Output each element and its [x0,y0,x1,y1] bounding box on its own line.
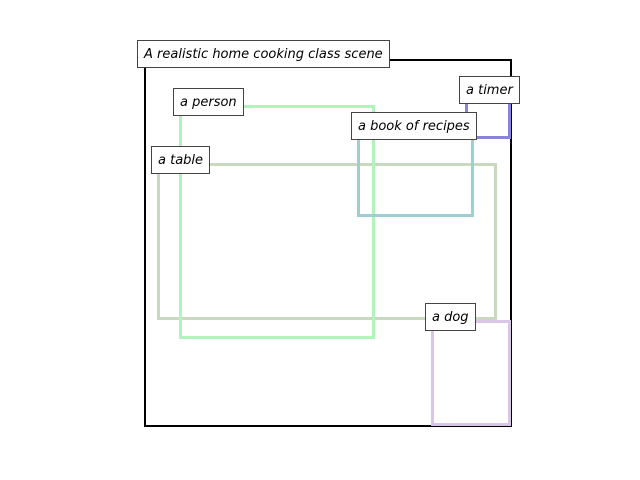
timer-label: a timer [459,76,520,104]
book-label: a book of recipes [351,112,477,140]
person-box [179,105,375,339]
person-label: a person [173,88,244,116]
scene-caption: A realistic home cooking class scene [137,40,390,68]
table-label: a table [151,146,211,174]
dog-label: a dog [425,303,476,331]
dog-box [431,320,511,426]
table-box [157,163,497,320]
